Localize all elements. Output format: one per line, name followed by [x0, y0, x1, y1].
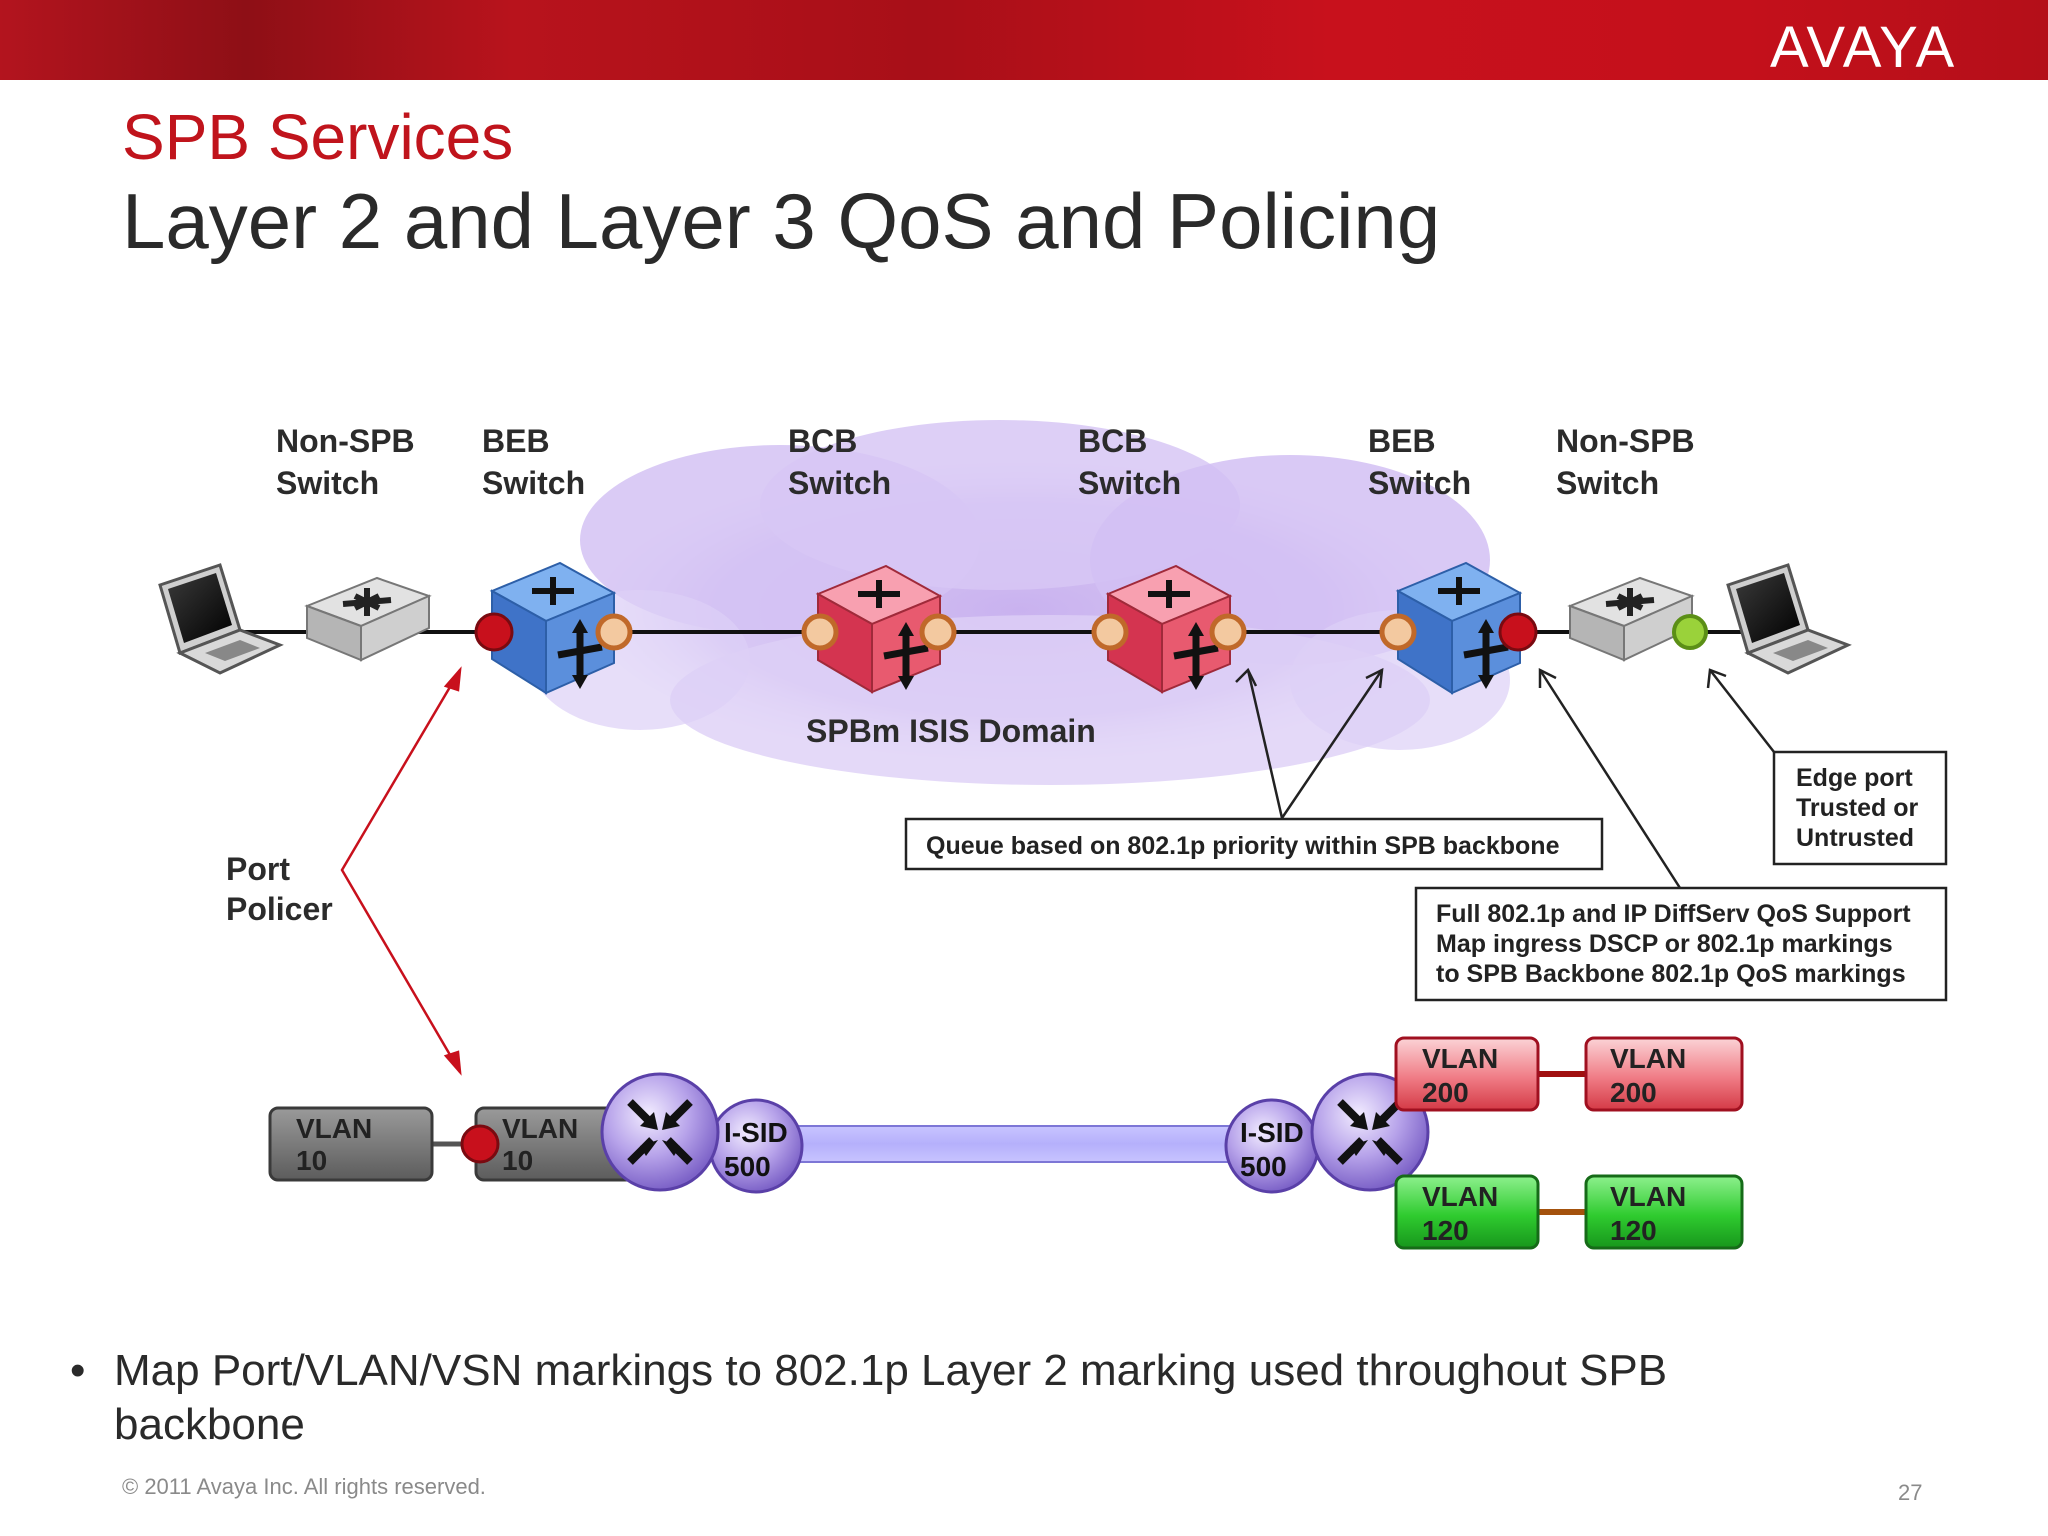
node-label-3-line1: BCB [788, 423, 857, 459]
nni-port [1379, 613, 1417, 651]
callout-queue-text: Queue based on 802.1p priority within SP… [926, 832, 1560, 860]
vlan-200-left-box: VLAN 200 [1394, 1036, 1540, 1112]
node-label-2-line2: Switch [482, 465, 585, 501]
uni-port [1498, 612, 1538, 652]
vlan-10-right-line1: VLAN [502, 1113, 578, 1144]
callout-edge-box: Edge port Trusted or Untrusted [1772, 750, 1948, 866]
copyright-text: © 2011 Avaya Inc. All rights reserved. [122, 1474, 486, 1499]
vlan-200-left-line2: 200 [1422, 1077, 1469, 1108]
callout-full-line1: Full 802.1p and IP DiffServ QoS Support [1436, 900, 1911, 928]
node-label-4-line1: BCB [1078, 423, 1147, 459]
node-label-1-line2: Switch [276, 465, 379, 501]
node-label-1-line1: Non-SPB [276, 423, 415, 459]
domain-label: SPBm ISIS Domain [806, 713, 1096, 749]
slide-subtitle: Layer 2 and Layer 3 QoS and Policing [122, 177, 1441, 265]
bcb-switch-right-icon [1105, 564, 1233, 694]
nni-port [595, 613, 633, 651]
vlan-10-left-line2: 10 [296, 1145, 327, 1176]
vlan-120-right-box: VLAN 120 [1584, 1174, 1744, 1250]
node-label-5-line1: BEB [1368, 423, 1436, 459]
vlan-120-left-box: VLAN 120 [1394, 1174, 1540, 1250]
nni-port [919, 613, 957, 651]
port-policer-port [474, 612, 514, 652]
isid-left-line1: I-SID [724, 1117, 788, 1148]
node-label-2-line1: BEB [482, 423, 550, 459]
non-spb-switch-left-icon [304, 576, 432, 662]
isid-left-line2: 500 [724, 1151, 771, 1182]
vlan-120-right-line2: 120 [1610, 1215, 1657, 1246]
node-label-5-line2: Switch [1368, 465, 1471, 501]
vlan-200-right-line1: VLAN [1610, 1043, 1686, 1074]
bullet-text: Map Port/VLAN/VSN markings to 802.1p Lay… [114, 1346, 1668, 1449]
vlan-policer-port [460, 1124, 500, 1164]
callout-full-line2: Map ingress DSCP or 802.1p markings [1436, 930, 1893, 958]
nni-port [801, 613, 839, 651]
callout-edge-line2: Trusted or [1796, 794, 1919, 822]
node-label-6-line1: Non-SPB [1556, 423, 1695, 459]
avaya-logo: AVAYA [1770, 15, 1957, 80]
vsn-tunnel [775, 1125, 1243, 1163]
vlan-200-right-line2: 200 [1610, 1077, 1657, 1108]
vlan-120-right-line1: VLAN [1610, 1181, 1686, 1212]
vlan-120-left-line2: 120 [1422, 1215, 1469, 1246]
vlan-200-left-line1: VLAN [1422, 1043, 1498, 1074]
bcb-switch-left-icon [815, 564, 943, 694]
node-label-6-line2: Switch [1556, 465, 1659, 501]
header-banner [0, 0, 2048, 80]
non-spb-switch-right-icon [1567, 576, 1695, 662]
page-number: 27 [1898, 1480, 1923, 1505]
vlan-10-left-line1: VLAN [296, 1113, 372, 1144]
router-left-icon [600, 1072, 720, 1192]
bullet-dot: • [70, 1346, 86, 1395]
laptop-right-icon [1726, 563, 1852, 675]
port-policer-label-line2: Policer [226, 891, 333, 927]
vlan-200-right-box: VLAN 200 [1584, 1036, 1744, 1112]
vlan-10-right-line2: 10 [502, 1145, 533, 1176]
nni-port [1209, 613, 1247, 651]
callout-edge-line1: Edge port [1796, 764, 1913, 792]
callout-full-box: Full 802.1p and IP DiffServ QoS Support … [1414, 886, 1948, 1002]
vlan-120-left-line1: VLAN [1422, 1181, 1498, 1212]
isid-right-line2: 500 [1240, 1151, 1287, 1182]
callout-edge-line3: Untrusted [1796, 824, 1914, 852]
beb-switch-right-icon [1395, 561, 1523, 695]
laptop-left-icon [158, 563, 284, 675]
port-policer-arrows [340, 666, 462, 1076]
vlan-10-left-box: VLAN 10 [268, 1106, 434, 1182]
nni-port [1091, 613, 1129, 651]
node-labels: Non-SPB Switch BEB Switch BCB Switch BCB… [276, 423, 1695, 501]
slide-title: SPB Services [122, 101, 514, 173]
isid-left-ball: I-SID 500 [708, 1098, 804, 1194]
callout-queue-box: Queue based on 802.1p priority within SP… [904, 817, 1604, 871]
node-label-4-line2: Switch [1078, 465, 1181, 501]
node-label-3-line2: Switch [788, 465, 891, 501]
isid-right-ball: I-SID 500 [1224, 1098, 1320, 1194]
callout-full-line3: to SPB Backbone 802.1p QoS markings [1436, 960, 1906, 988]
isid-right-line1: I-SID [1240, 1117, 1304, 1148]
port-policer-label-line1: Port [226, 851, 290, 887]
edge-port [1672, 614, 1708, 650]
